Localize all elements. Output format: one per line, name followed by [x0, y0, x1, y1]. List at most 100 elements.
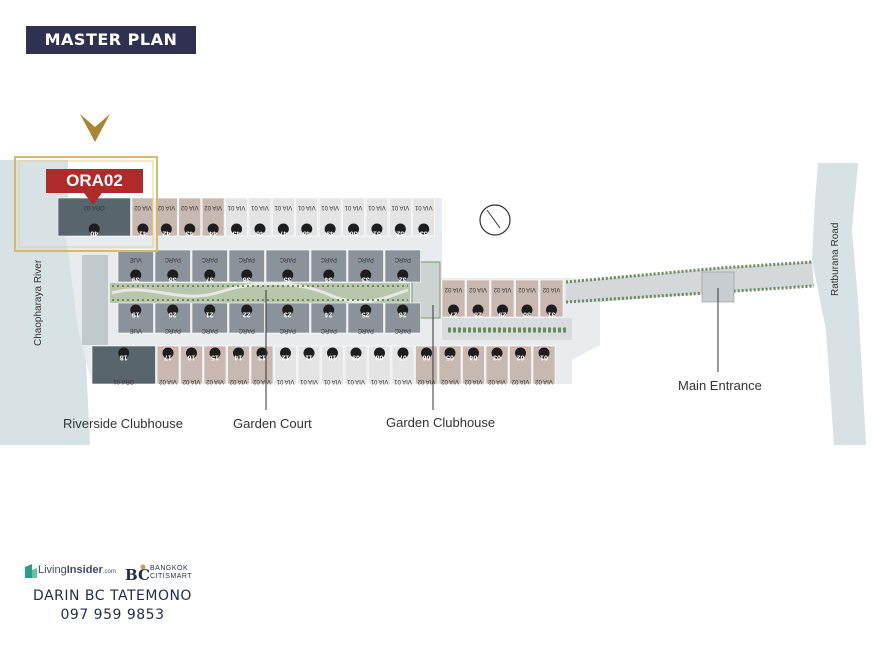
plot-marker-20 [167, 304, 179, 316]
plot-marker-22 [241, 304, 253, 316]
plot-type-label: VIA 02 [488, 378, 506, 384]
plot-number: 13 [258, 353, 266, 360]
plot-marker-16 [186, 347, 197, 359]
plot-type-label: VIA 02 [157, 204, 175, 210]
road-label: Ratburana Road [830, 223, 841, 296]
plot-number: 08 [376, 353, 384, 360]
plot-number: 11 [305, 353, 313, 360]
plot-marker-19 [130, 304, 142, 316]
plot-type-label: VIA 01 [321, 204, 339, 210]
plot-52 [389, 197, 412, 237]
plot-27 [441, 279, 466, 318]
plot-marker-53 [418, 223, 430, 235]
plot-number: 37 [206, 275, 214, 282]
plot-number: 31 [548, 310, 556, 317]
plot-type-label: VIA 02 [229, 378, 247, 384]
plot-45 [225, 197, 248, 237]
plot-42 [155, 197, 178, 237]
plot-type-label: VIA 01 [344, 204, 362, 210]
plot-type-label: VUE [130, 327, 142, 333]
plot-marker-27 [448, 304, 459, 316]
plot-marker-42 [160, 223, 172, 235]
plot-marker-38 [167, 269, 179, 281]
plot-type-label: PARC [279, 327, 296, 333]
plot-type-label: VIA 01 [276, 378, 294, 384]
plot-type-label: PARC [164, 327, 181, 333]
plot-number: 21 [206, 310, 214, 317]
plot-marker-12 [280, 347, 291, 359]
plot-53 [412, 197, 435, 237]
plot-type-label: VIA 02 [206, 378, 224, 384]
plot-type-label: PARC [201, 327, 218, 333]
plot-marker-34 [323, 269, 335, 281]
plot-12 [274, 345, 297, 385]
plot-marker-26 [397, 304, 409, 316]
plot-number: 04 [470, 353, 478, 360]
plot-number: 22 [243, 310, 251, 317]
plot-marker-04 [468, 347, 479, 359]
plot-43 [178, 197, 202, 237]
riverside-clubhouse-label: Riverside Clubhouse [63, 416, 183, 431]
plot-21 [191, 302, 228, 334]
plot-marker-28 [472, 304, 484, 316]
plot-marker-37 [204, 269, 216, 281]
living-insider-wordmark: LivingInsider.com [24, 564, 116, 576]
plot-44 [201, 197, 225, 237]
plot-marker-01 [538, 347, 550, 359]
plot-type-label: VIA 01 [250, 204, 268, 210]
plot-13 [250, 345, 274, 385]
plot-type-label: VIA 01 [347, 378, 365, 384]
plot-number: 33 [362, 275, 370, 282]
plot-marker-40 [88, 223, 100, 235]
plot-50 [342, 197, 365, 237]
plot-31 [539, 279, 564, 318]
plot-type-label: VIA 02 [542, 286, 560, 292]
plot-number: 03 [493, 353, 501, 360]
garden-path [111, 282, 409, 304]
plot-type-label: VIA 02 [253, 378, 271, 384]
parc-upper-plots: 39VUE38PARC37PARC36PARC35PARC34PARC33PAR… [117, 249, 421, 282]
plot-type-label: VIA 02 [417, 378, 435, 384]
plot-type-label: PARC [357, 327, 374, 333]
plot-marker-33 [360, 269, 372, 281]
plot-marker-31 [546, 304, 557, 316]
entrance-road [566, 262, 814, 302]
plot-29 [490, 279, 515, 318]
plot-number: 18 [120, 353, 128, 360]
plot-number: 01 [540, 353, 548, 360]
plot-09 [344, 345, 368, 385]
insider-text: Insider [66, 564, 103, 576]
plot-48 [295, 197, 318, 237]
plot-49 [318, 197, 342, 237]
garden-hedges [112, 285, 408, 301]
plot-number: 50 [350, 229, 358, 236]
plot-marker-24 [323, 304, 335, 316]
plot-number: 30 [523, 310, 531, 317]
plot-type-label: VIA 02 [511, 378, 529, 384]
plot-type-label: PARC [320, 327, 337, 333]
plot-41 [131, 197, 155, 237]
plot-14 [227, 345, 250, 385]
plot-marker-15 [209, 347, 221, 359]
plot-marker-50 [348, 223, 360, 235]
plot-marker-14 [233, 347, 244, 359]
plot-number: 28 [474, 310, 482, 317]
plot-number: 27 [450, 310, 458, 317]
plot-number: 41 [139, 229, 147, 236]
plot-marker-29 [497, 304, 508, 316]
plot-type-label: PARC [394, 327, 411, 333]
plot-number: 23 [284, 310, 292, 317]
plot-marker-49 [324, 223, 336, 235]
plot-type-label: PARC [201, 256, 218, 262]
plot-number: 25 [362, 310, 370, 317]
road-area [812, 163, 866, 445]
plot-16 [180, 345, 203, 385]
svg-text:BC: BC [125, 566, 150, 584]
plot-type-label: VIA 02 [518, 286, 536, 292]
plot-type-label: VIA 02 [535, 378, 553, 384]
highlight-frame [14, 156, 158, 252]
dotcom-text: .com [102, 569, 116, 575]
plot-marker-07 [397, 347, 409, 359]
agent-name: DARIN BC TATEMONO [33, 588, 192, 604]
